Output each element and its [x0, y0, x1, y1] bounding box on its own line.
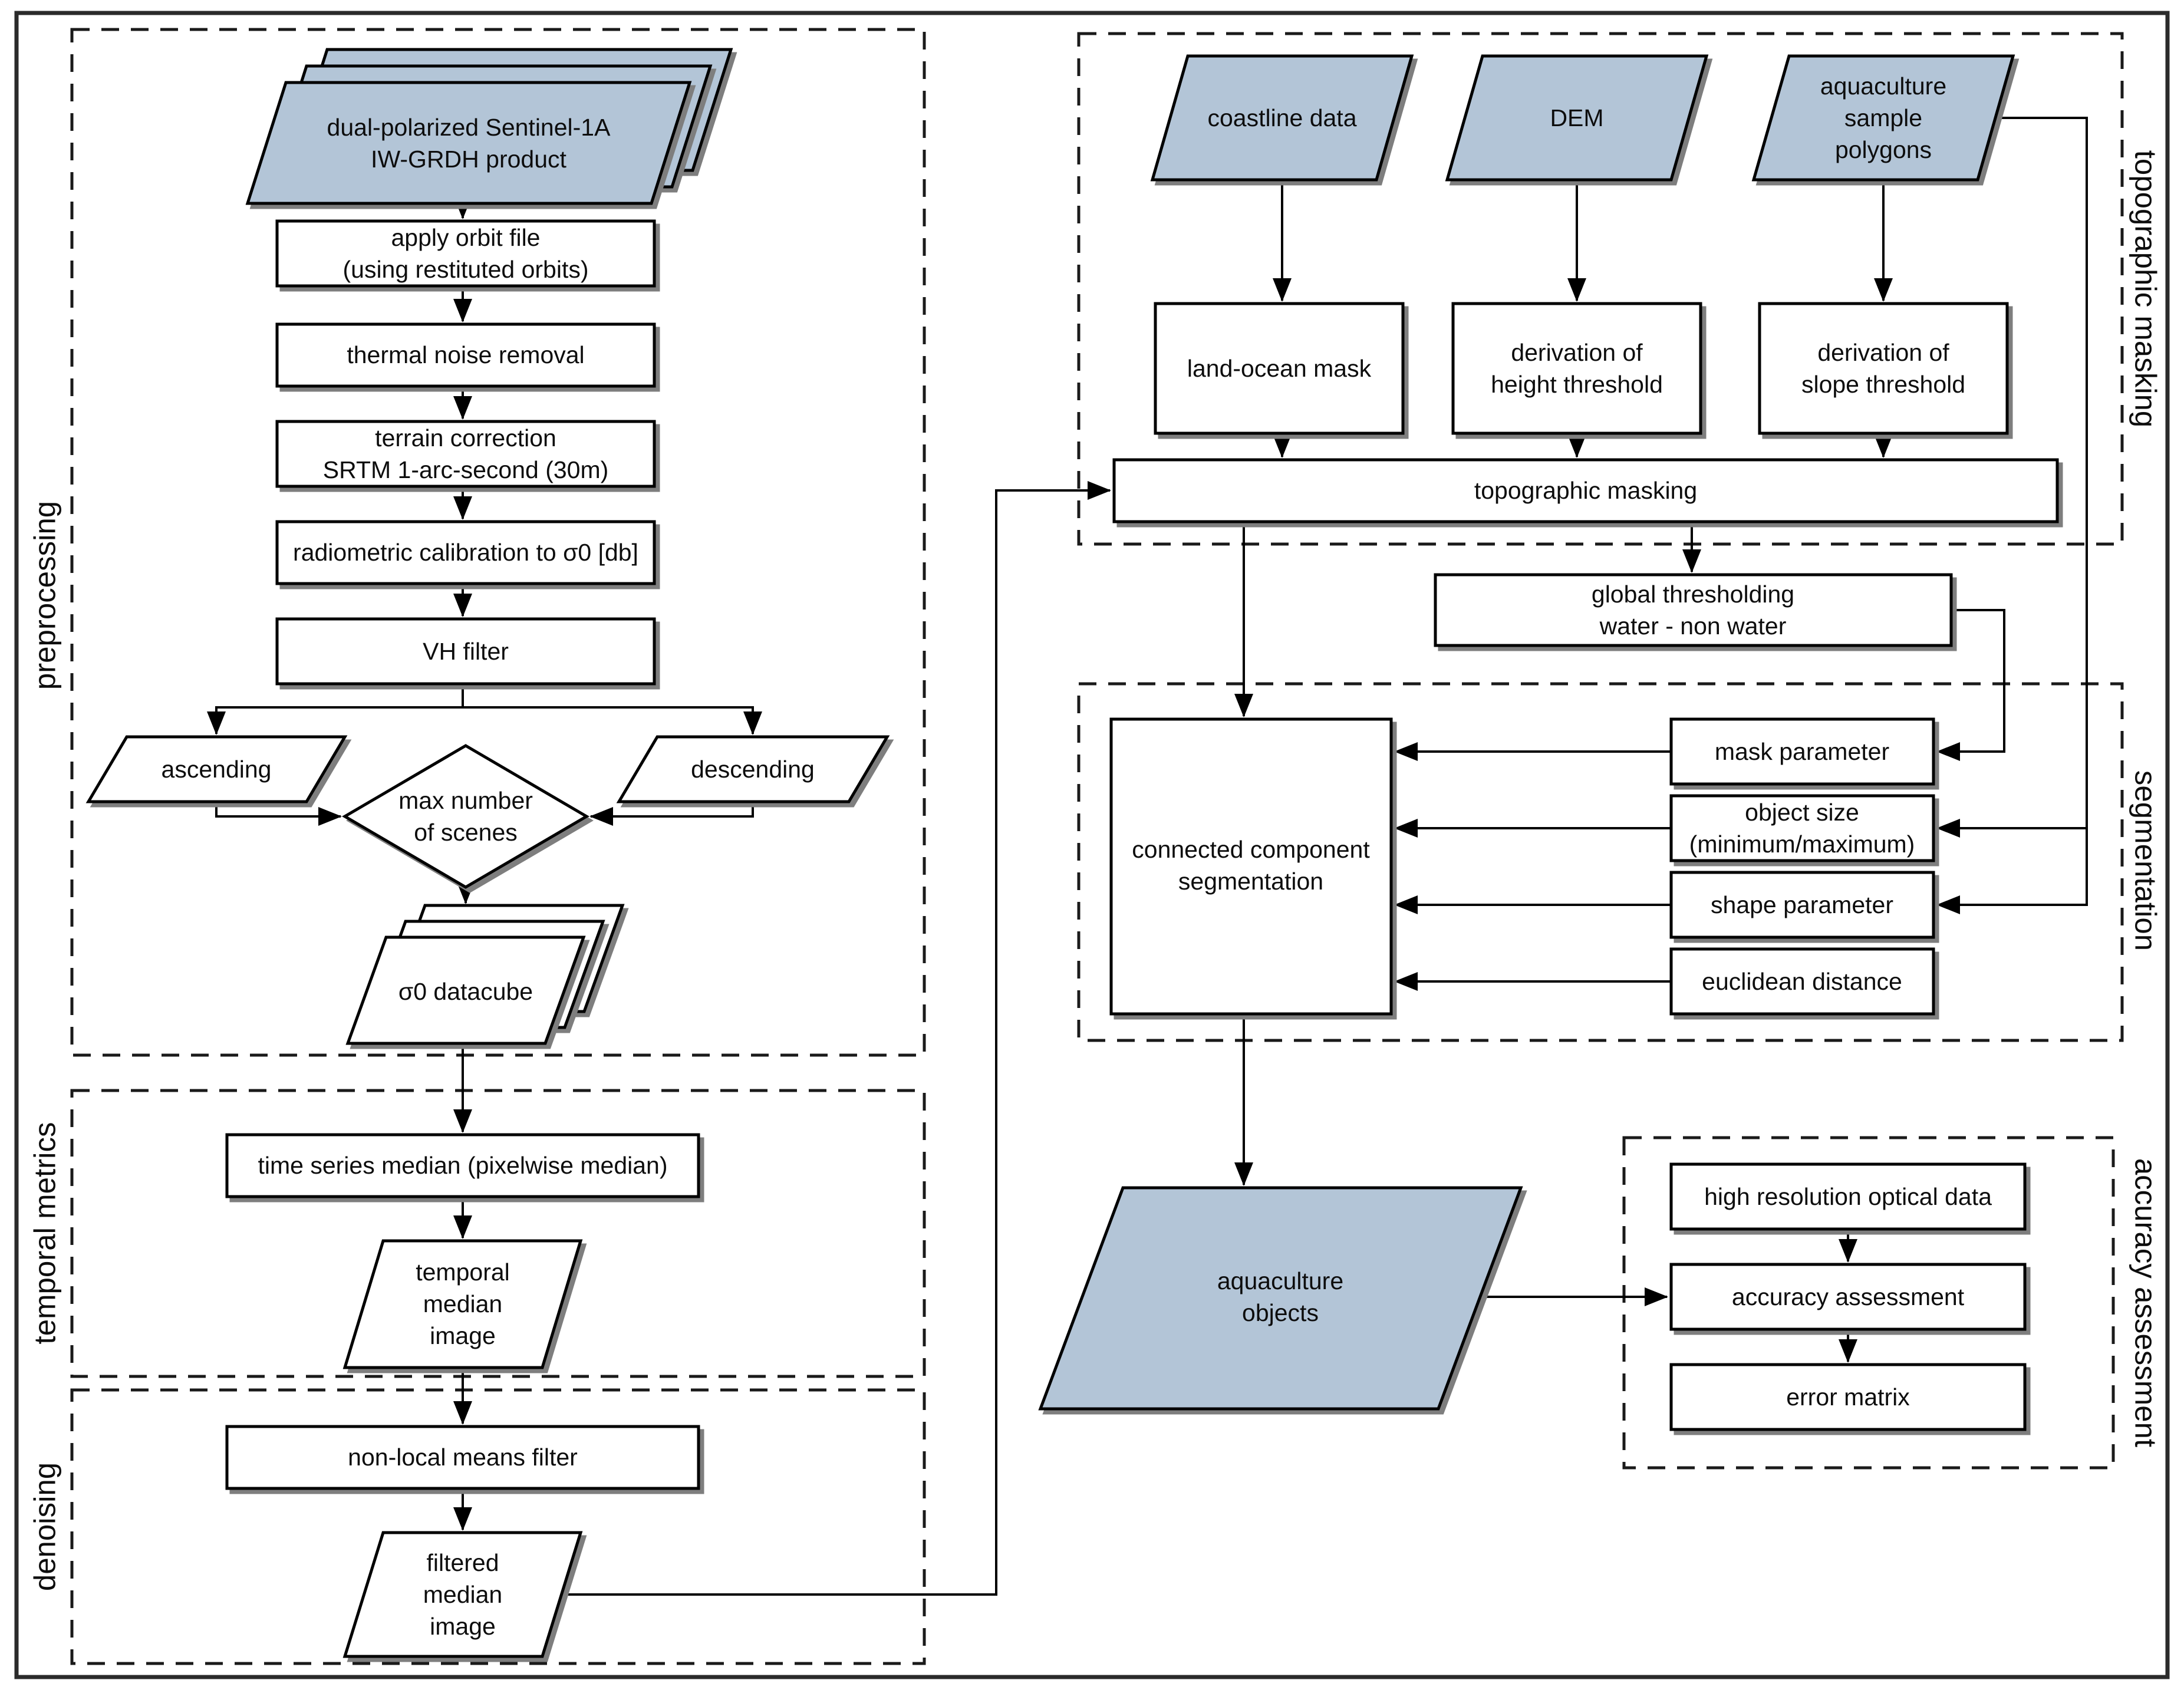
topographic-masking-section-box [1077, 32, 2124, 546]
section-label-temporal-metrics: temporal metrics [28, 1122, 62, 1345]
error-matrix-box [1669, 1363, 2027, 1431]
aquaculture-samples-label: aquaculture sample polygons [1820, 72, 1947, 164]
apply-orbit-box [275, 219, 656, 288]
section-label-denoising: denoising [28, 1462, 62, 1592]
optical-data-label: high resolution optical data [1704, 1182, 1992, 1210]
max-scenes-label: max number of scenes [398, 786, 533, 846]
slope-threshold-label: derivation of slope threshold [1801, 338, 1966, 398]
euclidean-distance-box [1669, 947, 1935, 1016]
accuracy-assessment-section-box [1622, 1136, 2115, 1470]
mask-parameter-box [1669, 717, 1935, 786]
thermal-noise-label: thermal noise removal [347, 341, 585, 368]
connected-component-box [1109, 717, 1393, 1016]
shape-parameter-label: shape parameter [1711, 891, 1893, 918]
object-size-label: object size (minimum/maximum) [1689, 798, 1915, 858]
apply-orbit-label: apply orbit file (using restituted orbit… [342, 223, 589, 283]
height-threshold-box [1451, 302, 1702, 435]
connector-vh-to-ascending [207, 684, 464, 735]
time-series-median-box [225, 1133, 700, 1198]
ascending-parallelogram [85, 735, 348, 803]
vh-filter-box [275, 617, 656, 686]
accuracy-assessment-label: accuracy assessment [1731, 1283, 1965, 1310]
object-size-box [1669, 794, 1935, 862]
connected-component-label: connected component segmentation [1132, 835, 1370, 895]
global-thresholding-box [1434, 573, 1953, 647]
outer-border [14, 11, 2170, 1679]
terrain-correction-box [275, 420, 656, 488]
land-ocean-mask-label: land-ocean mask [1187, 354, 1372, 382]
mask-parameter-label: mask parameter [1714, 737, 1890, 765]
coastline-data-label: coastline data [1207, 104, 1357, 131]
segmentation-section-box [1077, 682, 2124, 1042]
thermal-noise-box [275, 322, 656, 388]
height-threshold-label: derivation of height threshold [1491, 338, 1663, 398]
connector-ascending-to-diamond [215, 802, 342, 826]
connector-globalthreshold-to-maskparameter [1936, 609, 2005, 761]
connector-filteredmedian-to-topomask [561, 481, 1111, 1596]
sentinel-product-label: dual-polarized Sentinel-1A IW-GRDH produ… [327, 113, 611, 173]
filtered-median-image-label: filtered median image [423, 1549, 503, 1640]
global-thresholding-label: global thresholding water - non water [1591, 580, 1795, 640]
slope-threshold-box [1758, 302, 2009, 435]
temporal-metrics-section-box [70, 1089, 926, 1378]
section-label-topographic-masking: topographic masking [2129, 150, 2163, 428]
topographic-masking-box [1112, 458, 2059, 523]
connector-samples-to-shapeparameter [1936, 117, 2088, 914]
aquaculture-samples-parallelogram [1751, 54, 2015, 182]
time-series-median-label: time series median (pixelwise median) [258, 1151, 668, 1179]
preprocessing-section-box [70, 28, 926, 1057]
vh-filter-label: VH filter [423, 637, 509, 665]
connector-descending-to-diamond [589, 802, 754, 826]
sigma0-datacube-stack-shape [345, 904, 625, 1045]
dem-label: DEM [1550, 104, 1604, 131]
accuracy-assessment-box [1669, 1263, 2027, 1331]
section-label-accuracy-assessment: accuracy assessment [2129, 1158, 2163, 1448]
sigma0-datacube-label: σ0 datacube [398, 977, 533, 1005]
aquaculture-objects-label: aquaculture objects [1217, 1267, 1344, 1326]
denoising-section-box [70, 1388, 926, 1665]
aquaculture-objects-parallelogram [1038, 1186, 1523, 1411]
nonlocal-means-filter-box [225, 1425, 700, 1490]
connector-vh-to-descending [463, 706, 762, 735]
connectors [207, 117, 2088, 1596]
euclidean-distance-label: euclidean distance [1702, 967, 1902, 995]
radiometric-calibration-box [275, 520, 656, 585]
filtered-median-image-parallelogram [342, 1531, 583, 1658]
section-label-segmentation: segmentation [2129, 770, 2163, 951]
temporal-median-image-label: temporal median image [416, 1258, 510, 1350]
datacube-sheet-front [345, 935, 586, 1045]
topographic-masking-label: topographic masking [1474, 476, 1698, 504]
max-scenes-diamond [342, 744, 589, 889]
dem-parallelogram [1445, 54, 1709, 182]
shape-parameter-box [1669, 871, 1935, 939]
descending-parallelogram [616, 735, 890, 803]
descending-label: descending [691, 755, 815, 783]
land-ocean-mask-box [1154, 302, 1405, 435]
nonlocal-means-filter-label: non-local means filter [348, 1443, 578, 1471]
optical-data-box [1669, 1162, 2027, 1231]
error-matrix-label: error matrix [1786, 1383, 1910, 1411]
ascending-label: ascending [161, 755, 272, 783]
sentinel-product-stack-shape [245, 48, 733, 205]
terrain-correction-label: terrain correction SRTM 1-arc-second (30… [322, 424, 609, 483]
coastline-data-parallelogram [1150, 54, 1414, 182]
temporal-median-image-parallelogram [342, 1239, 583, 1369]
radiometric-calibration-label: radiometric calibration to σ0 [db] [293, 538, 638, 566]
section-label-preprocessing: preprocessing [28, 500, 62, 690]
sentinel-stack-sheet-front [245, 81, 692, 205]
